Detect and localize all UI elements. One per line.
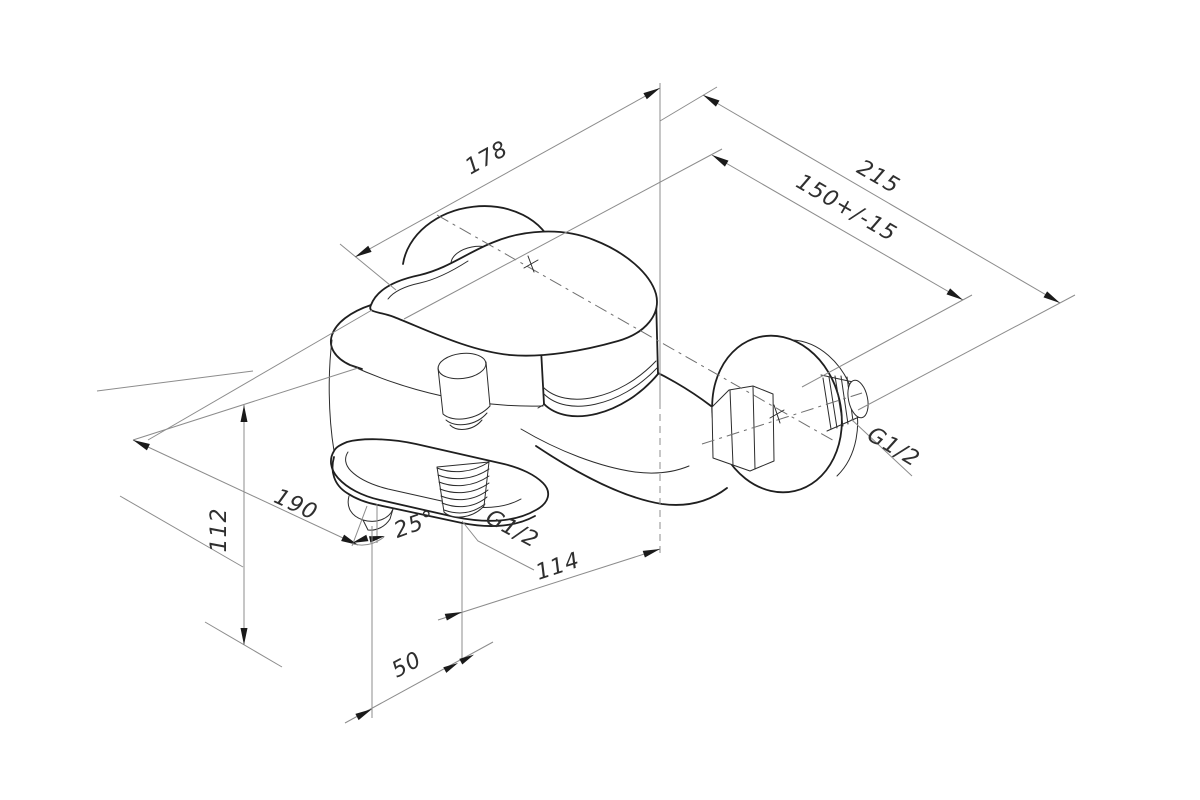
diverter-knob — [437, 352, 491, 430]
dimension-height-112: 112 — [96, 367, 359, 668]
bottom-thread — [436, 461, 490, 518]
lever-handle — [369, 230, 658, 357]
centerlines — [436, 214, 863, 445]
dim-label-215: 215 — [853, 155, 904, 199]
dimension-outlet-offset-114: 114 — [437, 524, 661, 663]
dim-label-114: 114 — [533, 548, 584, 586]
inlet-pipe — [820, 374, 869, 432]
thread-label-inlet: G1/2 — [850, 418, 924, 477]
angle-label-25: 25° — [391, 506, 439, 544]
dimension-spout-reach-190: 190 — [132, 309, 373, 546]
faucet-drawing — [328, 205, 869, 531]
dim-label-50: 50 — [388, 647, 426, 683]
hex-nut — [711, 385, 775, 472]
dimension-spout-offset-50: 50 — [344, 526, 494, 724]
aerator — [347, 495, 394, 531]
dim-label-112: 112 — [207, 508, 232, 553]
thread-label-inlet-text: G1/2 — [863, 422, 924, 473]
dim-label-190: 190 — [270, 484, 321, 526]
dimension-overall-width-215: 215 — [659, 86, 1076, 411]
